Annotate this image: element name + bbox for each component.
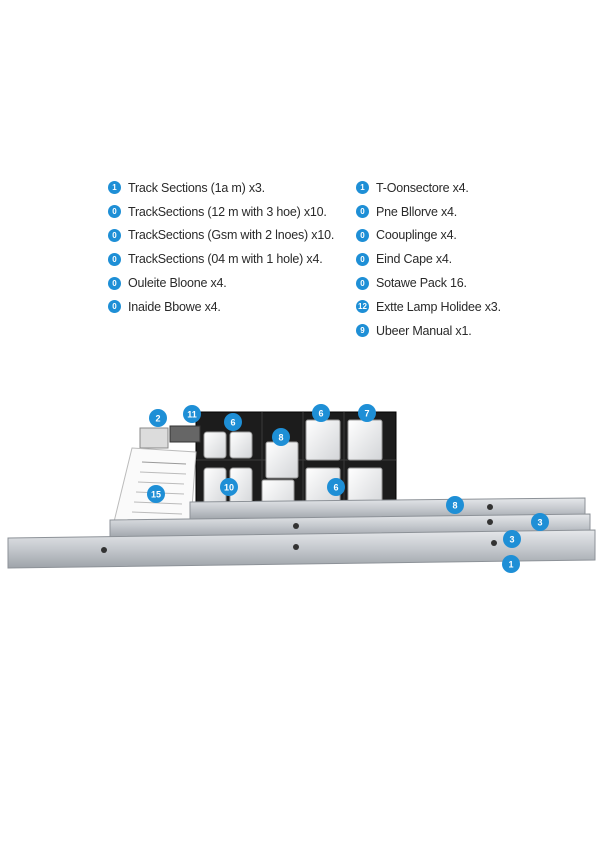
part-label: Ouleite Bloone x4.	[128, 276, 227, 291]
number-badge: 1	[108, 181, 121, 195]
svg-text:11: 11	[187, 410, 197, 420]
callout-badge: 10	[220, 478, 238, 496]
part-label: T-Oonsectore x4.	[376, 180, 469, 195]
callout-badge: 1	[502, 555, 520, 573]
part-label: Eind Cape x4.	[376, 252, 452, 267]
part-label: Coouplinge x4.	[376, 228, 457, 243]
track-sections	[7, 497, 596, 569]
svg-text:10: 10	[224, 483, 234, 493]
list-item: 0 TrackSections (12 m with 3 hoe) x10.	[108, 200, 334, 224]
list-item: 0 Pne Bllorve x4.	[356, 200, 501, 224]
callout-badge: 3	[531, 513, 549, 531]
part-label: TrackSections (Gsm with 2 lnoes) x10.	[128, 228, 335, 243]
svg-text:8: 8	[452, 501, 457, 511]
list-item: 0 TrackSections (04 m with 1 hole) x4.	[108, 247, 334, 271]
svg-text:1: 1	[508, 560, 513, 570]
parts-illustration-svg: 2 11 6 8 6 7 15 10 6 8 3 3 1	[7, 404, 596, 573]
svg-text:3: 3	[537, 518, 542, 528]
number-badge: 0	[108, 252, 121, 266]
number-badge: 12	[356, 300, 369, 314]
svg-text:6: 6	[333, 483, 338, 493]
svg-text:8: 8	[278, 433, 283, 443]
number-badge: 0	[356, 205, 369, 219]
part-label: Inaide Bbowe x4.	[128, 299, 221, 314]
callout-badge: 15	[147, 485, 165, 503]
callout-badge: 11	[183, 405, 201, 423]
callout-badge: 2	[149, 409, 167, 427]
list-item: 0 Inaide Bbowe x4.	[108, 295, 334, 319]
callout-badge: 6	[327, 478, 345, 496]
list-item: 1 T-Oonsectore x4.	[356, 176, 501, 200]
list-item: 12 Extte Lamp Holidee x3.	[356, 295, 501, 319]
callout-badge: 3	[503, 530, 521, 548]
svg-text:6: 6	[318, 409, 323, 419]
part-label: Extte Lamp Holidee x3.	[376, 299, 501, 314]
list-item: 1 Track Sections (1a m) x3.	[108, 176, 334, 200]
number-badge: 0	[108, 228, 121, 242]
part-label: TrackSections (04 m with 1 hole) x4.	[128, 252, 323, 267]
callout-badge: 8	[446, 496, 464, 514]
svg-text:7: 7	[364, 409, 369, 419]
callout-badge: 7	[358, 404, 376, 422]
callout-badge: 8	[272, 428, 290, 446]
svg-text:3: 3	[509, 535, 514, 545]
number-badge: 0	[356, 276, 369, 290]
list-item: 0 Coouplinge x4.	[356, 224, 501, 248]
number-badge: 1	[356, 181, 369, 195]
part-label: Sotawe Pack 16.	[376, 276, 467, 291]
screw-pack	[139, 425, 201, 449]
number-badge: 0	[356, 228, 369, 242]
list-item: 0 Eind Cape x4.	[356, 247, 501, 271]
callout-badge: 6	[224, 413, 242, 431]
number-badge: 0	[356, 252, 369, 266]
list-item: 0 Sotawe Pack 16.	[356, 271, 501, 295]
part-label: Pne Bllorve x4.	[376, 204, 458, 219]
parts-illustration: 2 11 6 8 6 7 15 10 6 8 3 3 1	[0, 390, 600, 610]
svg-text:15: 15	[151, 490, 161, 500]
svg-text:6: 6	[230, 418, 235, 428]
callout-badge: 6	[312, 404, 330, 422]
number-badge: 0	[108, 205, 121, 219]
part-label: Ubeer Manual x1.	[376, 323, 472, 338]
list-item: 0 Ouleite Bloone x4.	[108, 271, 334, 295]
list-item: 9 Ubeer Manual x1.	[356, 319, 501, 343]
list-item: 0 TrackSections (Gsm with 2 lnoes) x10.	[108, 224, 334, 248]
number-badge: 0	[108, 276, 121, 290]
svg-text:2: 2	[155, 414, 160, 424]
number-badge: 0	[108, 300, 121, 314]
number-badge: 9	[356, 324, 369, 338]
callout-badges: 2 11 6 8 6 7 15 10 6 8 3 3 1	[147, 404, 549, 573]
part-label: Track Sections (1a m) x3.	[128, 180, 265, 195]
part-label: TrackSections (12 m with 3 hoe) x10.	[128, 204, 327, 219]
